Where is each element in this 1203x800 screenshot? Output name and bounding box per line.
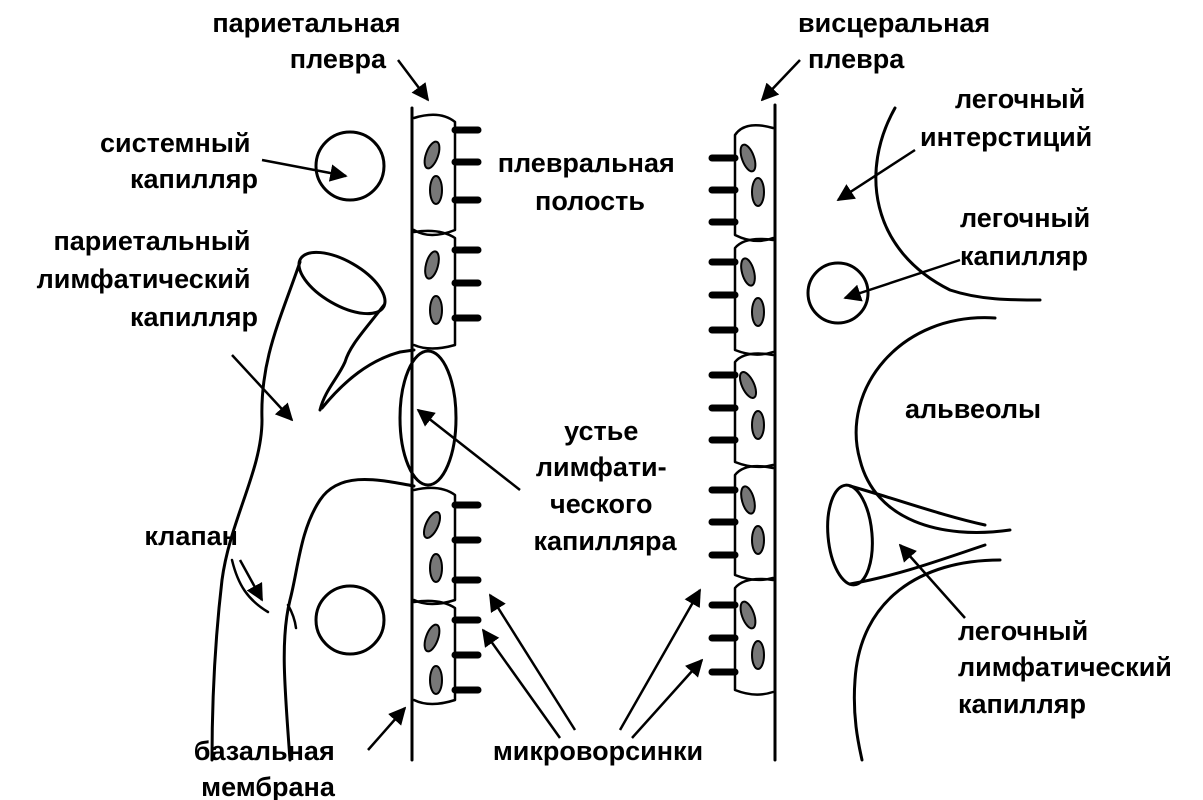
systemic-capillary-upper — [316, 132, 384, 200]
label-visceral-pleura: висцеральная плевра — [798, 8, 998, 74]
label-lymphatic-orifice: устье лимфати- ческого капилляра — [533, 416, 677, 556]
label-pulmonary-interstitium: легочный интерстиций — [920, 84, 1093, 152]
visceral-mesothelium — [735, 125, 773, 694]
label-parietal-lymphatic-capillary: париетальный лимфатический капилляр — [37, 226, 258, 332]
visceral-microvilli — [712, 158, 735, 672]
parietal-mesothelium-upper — [414, 115, 455, 349]
label-alveoli: альвеолы — [905, 394, 1041, 424]
systemic-capillary-lower — [316, 586, 384, 654]
label-basal-membrane: базальная мембрана — [194, 736, 342, 800]
label-systemic-capillary: системный капилляр — [100, 128, 258, 194]
label-microvilli: микроворсинки — [493, 736, 703, 766]
label-pulmonary-capillary: легочный капилляр — [960, 203, 1098, 271]
parietal-mesothelium-lower — [414, 488, 455, 704]
parietal-microvilli-upper — [455, 130, 478, 318]
label-valve: клапан — [144, 521, 238, 551]
parietal-microvilli-lower — [455, 505, 478, 690]
label-parietal-pleura: париетальная плевра — [212, 8, 408, 74]
label-pleural-cavity: плевральная полость — [498, 148, 683, 216]
pulmonary-lymphatic-capillary-opening — [824, 483, 877, 586]
label-pulmonary-lymphatic-capillary: легочный лимфатический капилляр — [958, 616, 1179, 719]
